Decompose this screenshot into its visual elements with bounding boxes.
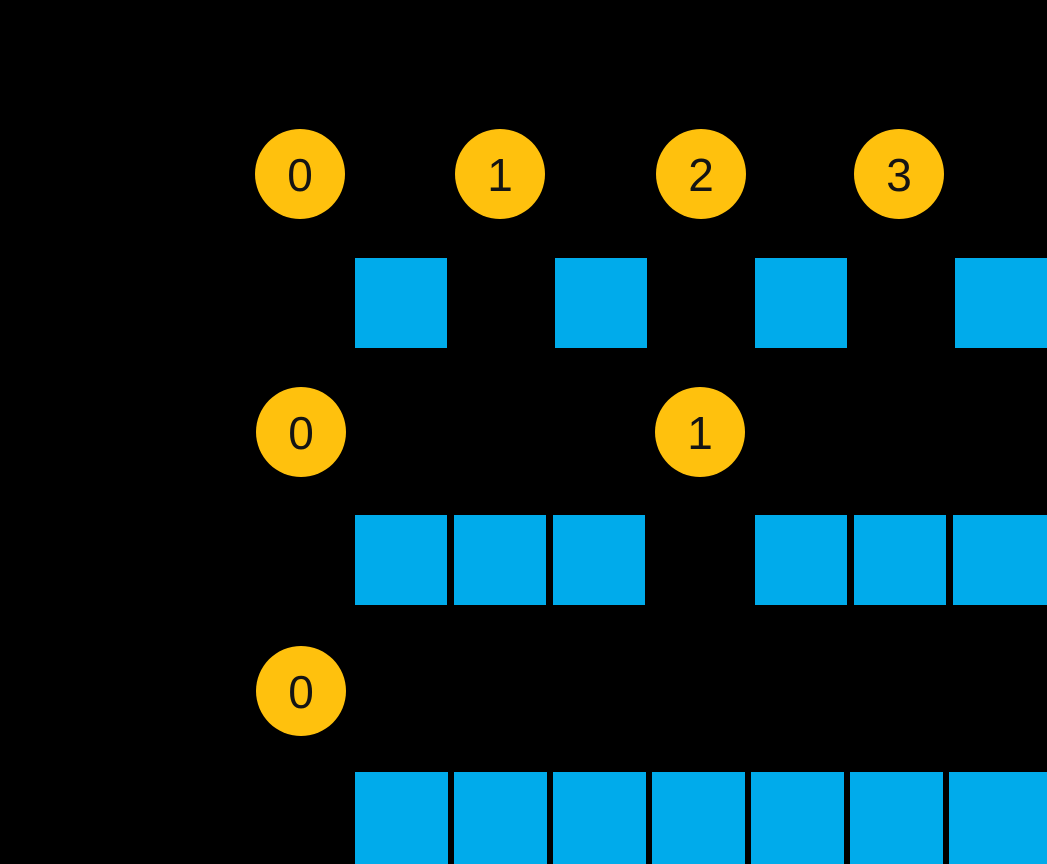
worker-circle: 2 [656, 129, 746, 219]
shard-square [355, 258, 447, 348]
worker-circle-label: 0 [287, 149, 313, 201]
shard-square [355, 515, 447, 605]
shard-square [755, 258, 847, 348]
shard-square [553, 772, 646, 864]
worker-circle-label: 1 [487, 149, 513, 201]
worker-circle: 1 [655, 387, 745, 477]
worker-circle: 0 [256, 646, 346, 736]
worker-circle: 0 [255, 129, 345, 219]
shard-square [355, 772, 448, 864]
shard-square [755, 515, 847, 605]
worker-circle: 3 [854, 129, 944, 219]
shard-square [454, 772, 547, 864]
worker-circle-label: 3 [886, 149, 912, 201]
worker-circle-label: 0 [288, 407, 314, 459]
shard-square [953, 515, 1047, 605]
shard-square [850, 772, 943, 864]
shard-square [553, 515, 645, 605]
shard-square [652, 772, 745, 864]
worker-circle-label: 1 [687, 407, 713, 459]
shard-square [751, 772, 844, 864]
shard-square [955, 258, 1047, 348]
worker-circle-label: 0 [288, 666, 314, 718]
shard-square [555, 258, 647, 348]
shard-square [854, 515, 946, 605]
shard-square [454, 515, 546, 605]
worker-circle: 0 [256, 387, 346, 477]
worker-circle-label: 2 [688, 149, 714, 201]
shard-square [949, 772, 1047, 864]
worker-circle: 1 [455, 129, 545, 219]
